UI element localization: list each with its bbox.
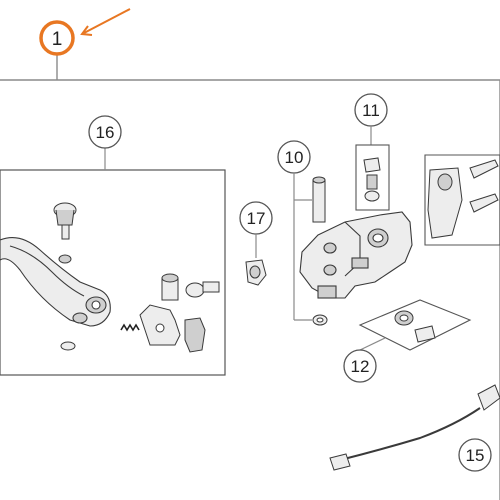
adjuster-block-part xyxy=(139,304,206,353)
svg-text:1: 1 xyxy=(52,29,63,50)
svg-text:16: 16 xyxy=(96,123,115,142)
brake-lever-part xyxy=(0,237,111,327)
washer-part xyxy=(60,341,76,351)
highlight-arrow xyxy=(80,8,131,36)
svg-text:17: 17 xyxy=(247,209,266,228)
callout-12[interactable]: 12 xyxy=(343,349,377,383)
seal-part xyxy=(394,310,436,343)
bushing-part xyxy=(161,273,220,301)
fitting-kit-box xyxy=(355,144,390,211)
clamp-kit-box xyxy=(424,154,500,246)
callout-17[interactable]: 17 xyxy=(239,201,273,235)
long-screw-part xyxy=(312,176,326,223)
callout-11[interactable]: 10 xyxy=(277,140,311,174)
svg-text:12: 12 xyxy=(351,357,370,376)
spring-part xyxy=(120,323,140,332)
callout-16[interactable]: 16 xyxy=(88,115,122,149)
pivot-bolt-part xyxy=(53,202,77,264)
grommet-part xyxy=(245,259,267,286)
svg-text:15: 15 xyxy=(466,446,485,465)
brake-switch-cable-part xyxy=(329,384,500,471)
callout-15[interactable]: 15 xyxy=(458,438,492,472)
seal-kit-box xyxy=(358,299,472,351)
lever-kit-box xyxy=(0,148,226,376)
svg-text:11: 11 xyxy=(362,101,380,120)
fitting-part xyxy=(363,157,381,202)
callout-1[interactable]: 1 xyxy=(39,20,75,56)
nut-part xyxy=(312,314,328,326)
master-cylinder-body xyxy=(299,211,413,299)
svg-text:10: 10 xyxy=(285,148,304,167)
assembly-frame xyxy=(0,55,500,500)
leader-11 xyxy=(293,173,312,321)
clamp-part xyxy=(427,159,499,239)
callout-10[interactable]: 11 xyxy=(354,93,388,127)
